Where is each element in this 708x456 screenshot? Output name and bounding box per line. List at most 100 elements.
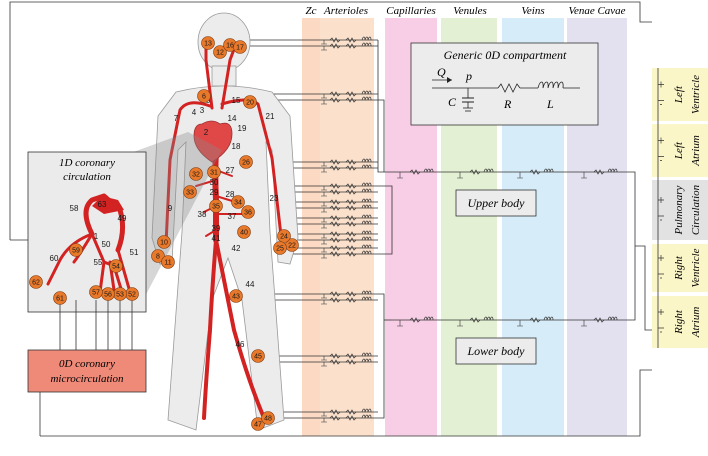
band-arterioles bbox=[320, 18, 374, 436]
header-arterioles: Arterioles bbox=[323, 5, 368, 17]
chamber-label-3-1: Ventricle bbox=[690, 248, 702, 287]
arteriole-element-glyphs bbox=[321, 36, 372, 423]
node-label-13: 13 bbox=[204, 41, 212, 48]
node-circle-47 bbox=[251, 417, 265, 431]
node-label-63: 63 bbox=[98, 200, 107, 209]
upper-collector-2 bbox=[378, 99, 385, 172]
node-label-9: 9 bbox=[168, 204, 173, 213]
node-label-26: 26 bbox=[242, 160, 250, 167]
chamber-label-2-1: Circulation bbox=[690, 184, 702, 235]
node-circle-43 bbox=[229, 289, 243, 303]
node-label-57: 57 bbox=[92, 290, 100, 297]
node-circle-59 bbox=[69, 243, 83, 257]
header-venae-cavae: Venae Cavae bbox=[568, 5, 625, 17]
node-label-62: 62 bbox=[32, 280, 40, 287]
node-label-33: 33 bbox=[186, 190, 194, 197]
upper-collector bbox=[377, 40, 388, 173]
node-label-21: 21 bbox=[266, 112, 275, 121]
node-label-41: 41 bbox=[212, 234, 221, 243]
node-circle-34 bbox=[231, 195, 245, 209]
node-label-15: 15 bbox=[232, 96, 241, 105]
node-label-48: 48 bbox=[264, 416, 272, 423]
node-label-10: 10 bbox=[160, 240, 168, 247]
vena-junction bbox=[630, 171, 636, 321]
node-label-16: 16 bbox=[226, 43, 234, 50]
node-label-54: 54 bbox=[112, 264, 120, 271]
upper-body-label: Upper body bbox=[468, 196, 526, 210]
upper-body-box bbox=[455, 189, 537, 217]
generic-p: p bbox=[465, 69, 472, 83]
node-label-25: 25 bbox=[276, 246, 284, 253]
node-circle-10 bbox=[157, 235, 171, 249]
node-label-46: 46 bbox=[236, 340, 245, 349]
node-label-23: 23 bbox=[270, 194, 279, 203]
arterial-wires bbox=[230, 39, 378, 419]
node-label-3: 3 bbox=[200, 106, 205, 115]
heart-shape bbox=[193, 120, 233, 163]
node-label-44: 44 bbox=[246, 280, 255, 289]
node-label-1: 1 bbox=[94, 232, 99, 241]
node-circle-57 bbox=[89, 285, 103, 299]
node-circle-61 bbox=[53, 291, 67, 305]
node-label-39: 39 bbox=[212, 224, 221, 233]
header-veins: Veins bbox=[521, 5, 544, 17]
node-label-7: 7 bbox=[174, 114, 179, 123]
coronary-0d-line-2: microcirculation bbox=[50, 373, 124, 385]
node-label-61: 61 bbox=[56, 296, 64, 303]
node-label-22: 22 bbox=[288, 243, 296, 250]
node-circle-54 bbox=[109, 259, 123, 273]
node-circle-6 bbox=[197, 89, 211, 103]
node-label-42: 42 bbox=[232, 244, 241, 253]
chamber-label-0-1: Ventricle bbox=[690, 75, 702, 114]
node-circle-17 bbox=[233, 40, 247, 54]
chamber-label-1-0: Left bbox=[673, 141, 685, 160]
outer-loop-wire bbox=[9, 1, 652, 240]
node-label-59: 59 bbox=[72, 248, 80, 255]
generic-compartment-box: Generic 0D compartment Q p C R L bbox=[410, 42, 599, 126]
node-label-38: 38 bbox=[198, 210, 207, 219]
node-label-35: 35 bbox=[212, 204, 220, 211]
node-circle-26 bbox=[239, 155, 253, 169]
coronary-1d-title-2: circulation bbox=[63, 171, 111, 183]
node-label-55: 55 bbox=[94, 258, 103, 267]
generic-q: Q bbox=[437, 65, 446, 79]
lower-collector bbox=[378, 293, 385, 419]
node-circle-62 bbox=[29, 275, 43, 289]
node-circle-35 bbox=[209, 199, 223, 213]
chamber-label-4-1: Atrium bbox=[690, 307, 702, 339]
node-label-4: 4 bbox=[192, 108, 197, 117]
coronary-drop-wires bbox=[59, 300, 133, 350]
node-label-58: 58 bbox=[70, 204, 79, 213]
heart-chambers bbox=[652, 68, 708, 348]
node-circle-12 bbox=[213, 45, 227, 59]
generic-l: L bbox=[546, 97, 554, 111]
node-label-53: 53 bbox=[116, 292, 124, 299]
node-label-60: 60 bbox=[50, 254, 59, 263]
node-label-28: 28 bbox=[226, 190, 235, 199]
node-label-47: 47 bbox=[254, 422, 262, 429]
node-label-37: 37 bbox=[228, 212, 237, 221]
node-circle-31 bbox=[207, 165, 221, 179]
node-circle-13 bbox=[201, 36, 215, 50]
node-label-6: 6 bbox=[202, 94, 206, 101]
node-circle-11 bbox=[161, 255, 175, 269]
heart-return-wire bbox=[40, 369, 652, 437]
lower-body-box bbox=[455, 337, 537, 365]
chamber-label-3-0: Right bbox=[673, 255, 685, 281]
coronary-0d-line-1: 0D coronary bbox=[59, 358, 115, 370]
node-label-32: 32 bbox=[192, 172, 200, 179]
node-label-49: 49 bbox=[118, 214, 127, 223]
node-label-24: 24 bbox=[280, 234, 288, 241]
coronary-0d-box bbox=[27, 349, 147, 393]
node-label-34: 34 bbox=[234, 200, 242, 207]
node-label-12: 12 bbox=[216, 50, 224, 57]
node-circle-24 bbox=[277, 229, 291, 243]
header-venules: Venules bbox=[453, 5, 487, 17]
node-label-27: 27 bbox=[226, 166, 235, 175]
node-circle-48 bbox=[261, 411, 275, 425]
lower-body-label: Lower body bbox=[467, 344, 526, 358]
chamber-label-2-0: Pulmonary bbox=[673, 185, 685, 235]
vena-to-heart bbox=[635, 245, 652, 331]
mid-collector bbox=[378, 185, 393, 255]
chamber-label-0-0: Left bbox=[673, 85, 685, 104]
